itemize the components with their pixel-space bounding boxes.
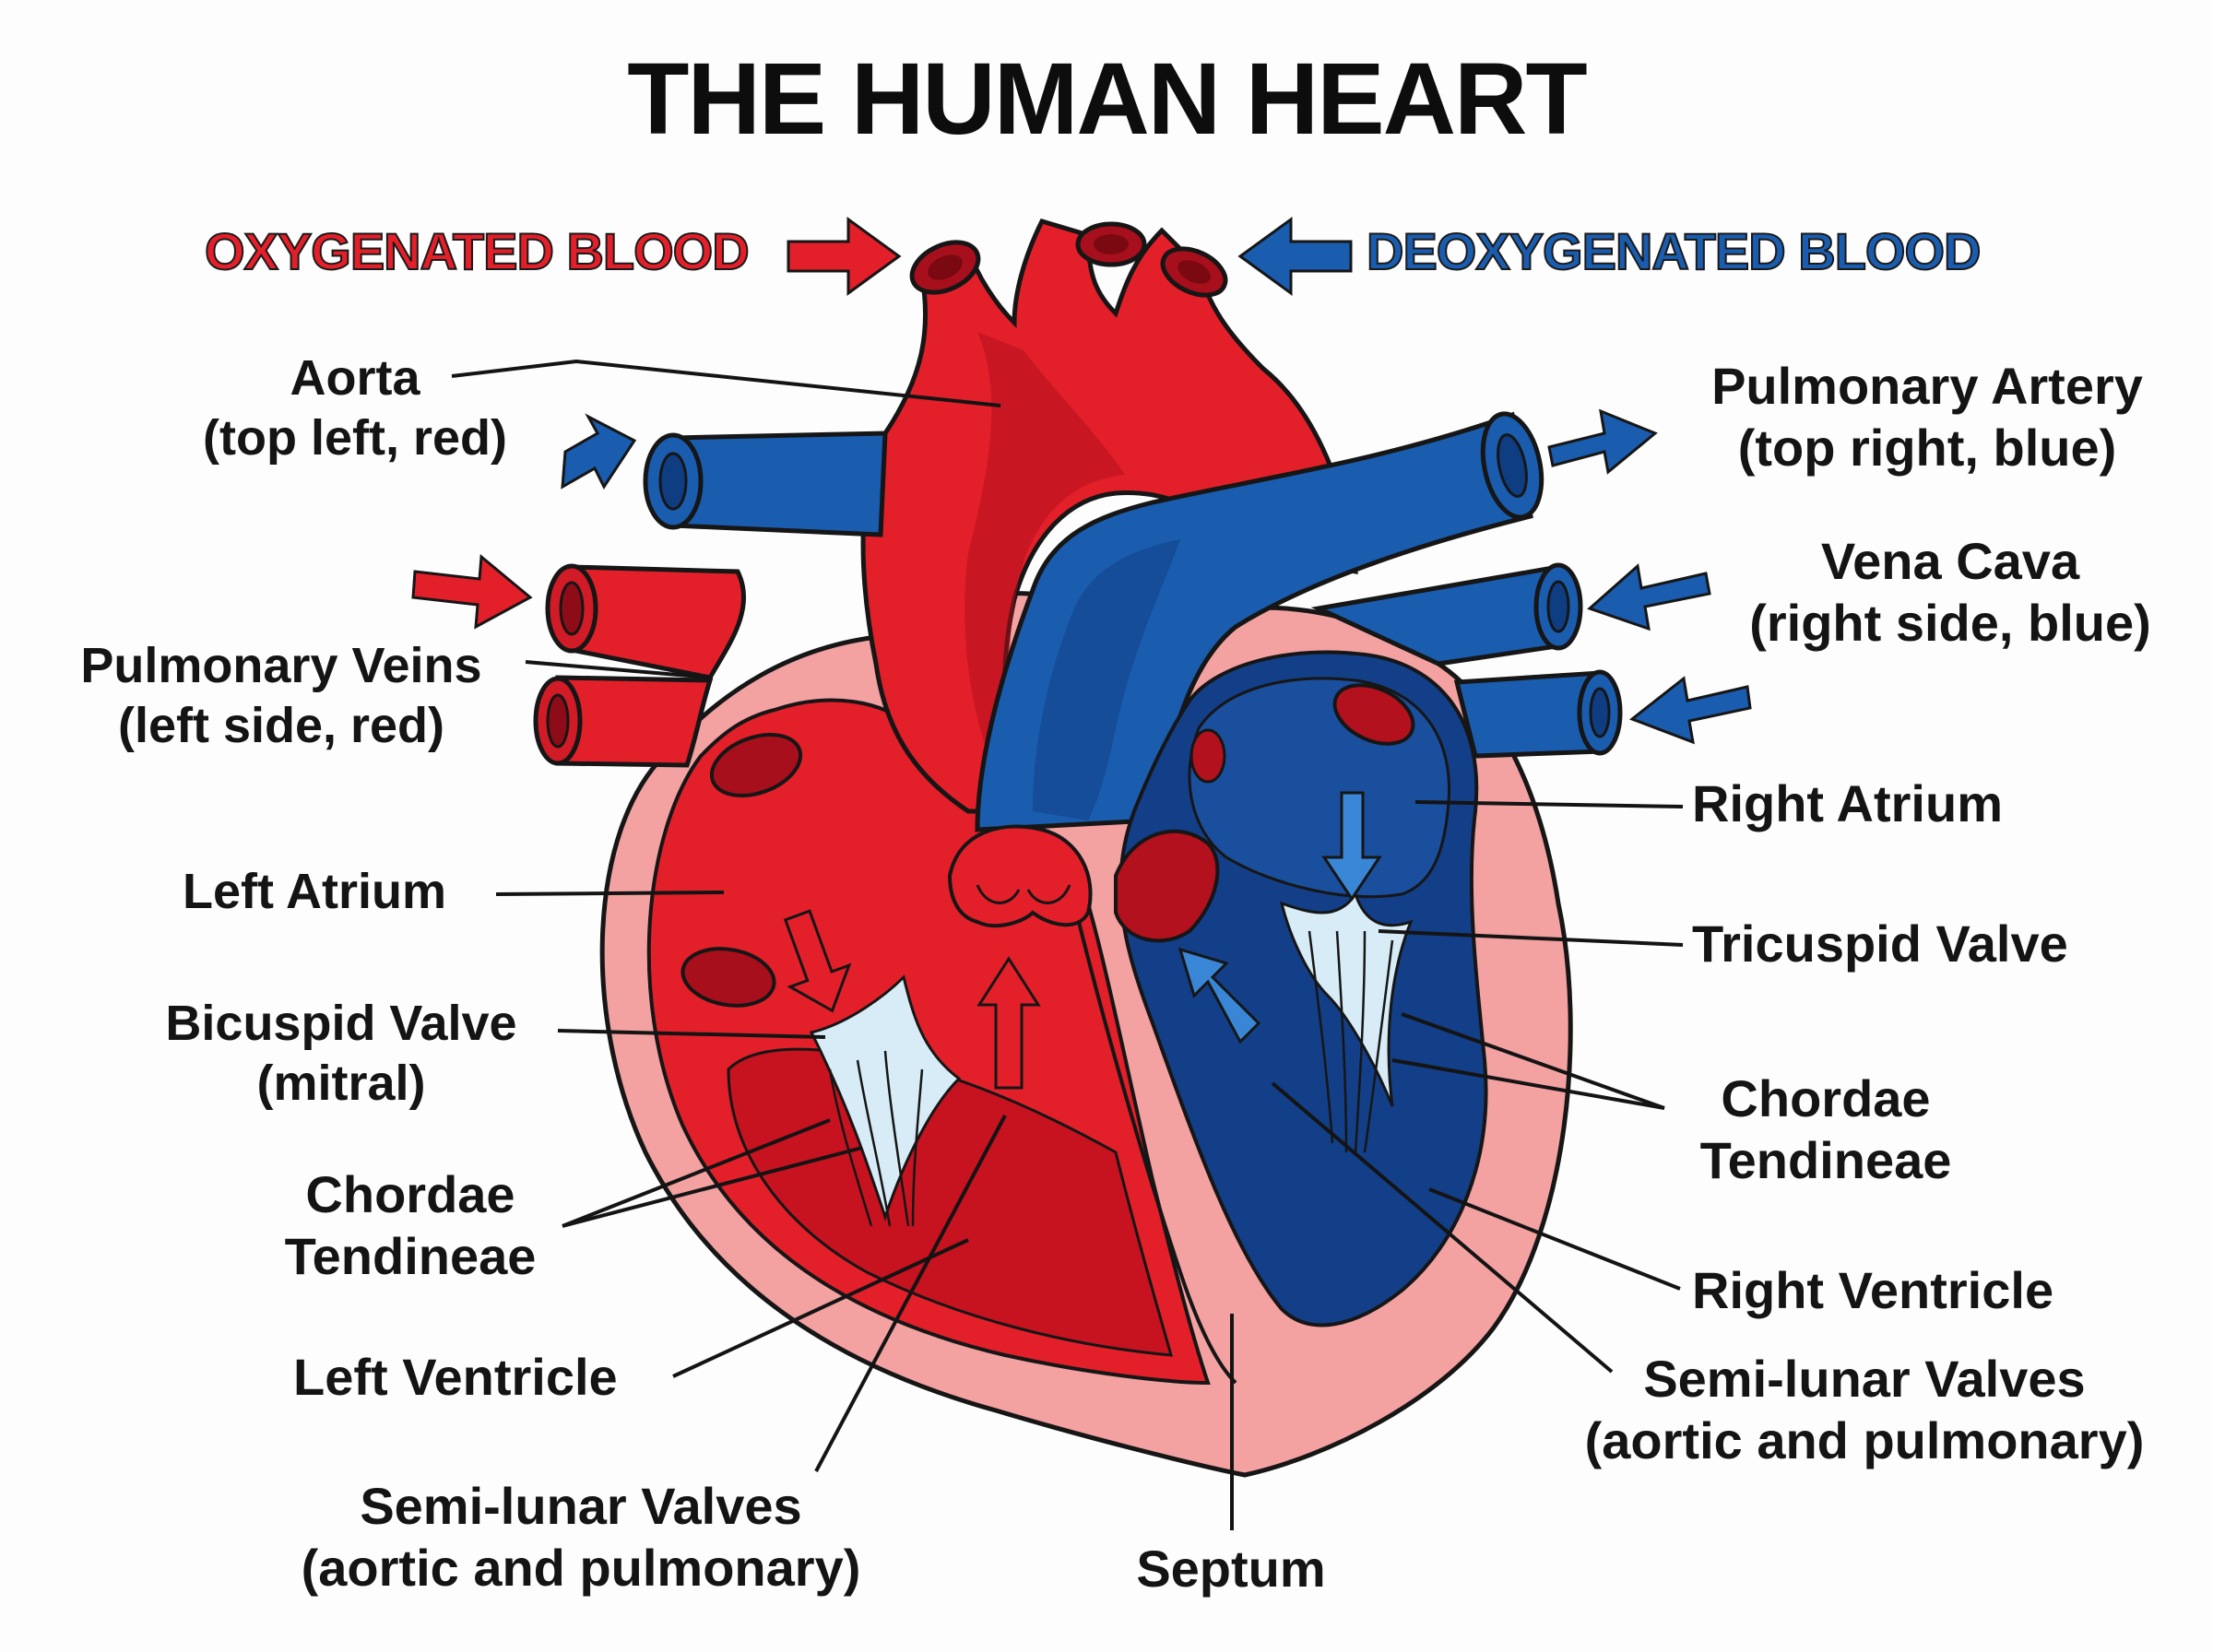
semilunar-left-label-line2: (aortic and pulmonary) xyxy=(301,1539,861,1598)
right-flow-arrow-up xyxy=(1178,947,1261,1044)
pulmonary-vein-lower xyxy=(555,675,714,768)
bicuspid-valve-label-line2: (mitral) xyxy=(256,1055,426,1111)
chordae-right-label: Chordae Tendineae xyxy=(1641,1068,2010,1191)
left-flow-arrow-down xyxy=(783,909,852,1013)
vena-cava-lower-inflow-arrow xyxy=(1628,676,1752,745)
septum-wall xyxy=(1077,921,1237,1385)
leader-semilunar-left xyxy=(814,1115,1007,1472)
aorta-inflow-arrow xyxy=(561,413,637,490)
deoxygenated-legend-arrow xyxy=(1237,217,1353,296)
septum-label: Septum xyxy=(1097,1538,1365,1599)
right-chordae-strands xyxy=(1308,930,1394,1153)
oxygenated-legend-arrow xyxy=(787,217,902,296)
pulmonary-artery-outflow-arrow xyxy=(1547,408,1658,475)
semilunar-left-label: Semi-lunar Valves (aortic and pulmonary) xyxy=(258,1475,904,1599)
left-atrium-label: Left Atrium xyxy=(183,862,446,922)
leader-tricuspid xyxy=(1378,929,1684,947)
semilunar-right-label-line2: (aortic and pulmonary) xyxy=(1584,1411,2145,1470)
aorta-shade xyxy=(964,332,1125,774)
vena-cava-upper-inflow-arrow xyxy=(1587,563,1711,631)
pulmonary-artery-label-line2: (top right, blue) xyxy=(1737,419,2117,478)
pulmonary-artery-label-line1: Pulmonary Artery xyxy=(1711,357,2143,415)
right-ventricle-label: Right Ventricle xyxy=(1692,1259,2053,1321)
pulmonary-vein-inflow-arrow xyxy=(411,554,533,630)
left-atrium-spot-lower xyxy=(680,947,776,1008)
pulmonary-valve-pocket xyxy=(1114,829,1220,943)
right-atrium-spot-small xyxy=(1189,728,1226,784)
pulmonary-veins-label: Pulmonary Veins (left side, red) xyxy=(37,636,526,756)
right-flow-arrow-down xyxy=(1321,791,1382,902)
leader-chordae-left-2 xyxy=(562,1146,863,1228)
deoxygenated-legend-label: DEOXYGENATED BLOOD xyxy=(1366,221,1982,281)
semilunar-right-label-line1: Semi-lunar Valves xyxy=(1643,1350,2086,1408)
leader-chordae-left-1 xyxy=(562,1118,831,1228)
pulmonary-artery-label: Pulmonary Artery (top right, blue) xyxy=(1678,355,2176,478)
left-pulmonary-artery-branch xyxy=(670,431,888,537)
chordae-right-label-line1: Chordae xyxy=(1721,1069,1931,1127)
pulmonary-vein-upper xyxy=(569,564,747,680)
leader-pulmonary-veins xyxy=(525,660,711,679)
bicuspid-valve-label-line1: Bicuspid Valve xyxy=(165,996,517,1051)
aorta-label: Aorta (top left, red) xyxy=(157,348,553,468)
leader-chordae-right-2 xyxy=(1391,1058,1665,1110)
leader-right-ventricle xyxy=(1428,1187,1681,1291)
leader-semilunar-right xyxy=(1271,1081,1614,1374)
leader-right-atrium xyxy=(1414,800,1684,808)
oxygenated-legend-label: OXYGENATED BLOOD xyxy=(204,221,751,281)
tricuspid-valve-label: Tricuspid Valve xyxy=(1692,913,2068,974)
left-atrium-label-text: Left Atrium xyxy=(183,864,446,919)
page-title: THE HUMAN HEART xyxy=(627,42,1587,156)
leader-chordae-right-1 xyxy=(1401,1012,1665,1110)
pulmonary-veins-label-line1: Pulmonary Veins xyxy=(80,638,482,693)
leader-bicuspid xyxy=(557,1029,826,1039)
vena-cava-label-line2: (right side, blue) xyxy=(1749,594,2151,653)
right-atrium-label-text: Right Atrium xyxy=(1692,774,2003,832)
chordae-left-label-line2: Tendineae xyxy=(284,1227,537,1286)
leader-lines xyxy=(451,359,1684,1530)
leader-aorta xyxy=(451,359,1001,407)
right-ventricle-label-text: Right Ventricle xyxy=(1692,1261,2054,1319)
vena-cava-label: Vena Cava (right side, blue) xyxy=(1701,530,2199,654)
right-atrium-label: Right Atrium xyxy=(1692,773,2003,834)
semilunar-right-label: Semi-lunar Valves (aortic and pulmonary) xyxy=(1542,1348,2187,1471)
right-atrium-spot xyxy=(1332,683,1415,746)
leader-left-atrium xyxy=(495,891,725,896)
tricuspid-valve-label-text: Tricuspid Valve xyxy=(1692,914,2068,973)
bicuspid-valve-label: Bicuspid Valve (mitral) xyxy=(138,994,544,1114)
left-atrium-spot-upper xyxy=(709,733,803,797)
pulmonary-trunk-shade xyxy=(1033,539,1180,820)
chordae-right-label-line2: Tendineae xyxy=(1699,1131,1952,1190)
aorta-label-line2: (top left, red) xyxy=(203,409,507,466)
left-ventricle-label: Left Ventricle xyxy=(293,1346,618,1408)
leader-left-ventricle xyxy=(672,1238,969,1378)
left-flow-arrow-up xyxy=(976,956,1041,1090)
left-ventricle-label-text: Left Ventricle xyxy=(293,1348,618,1406)
septum-label-text: Septum xyxy=(1136,1540,1326,1598)
aorta-label-line1: Aorta xyxy=(290,350,420,406)
semilunar-left-label-line1: Semi-lunar Valves xyxy=(360,1477,802,1535)
chordae-left-label: Chordae Tendineae xyxy=(231,1163,590,1287)
pulmonary-veins-label-line2: (left side, red) xyxy=(117,697,445,753)
chordae-left-label-line1: Chordae xyxy=(305,1165,515,1223)
vena-cava-label-line1: Vena Cava xyxy=(1820,532,2080,590)
